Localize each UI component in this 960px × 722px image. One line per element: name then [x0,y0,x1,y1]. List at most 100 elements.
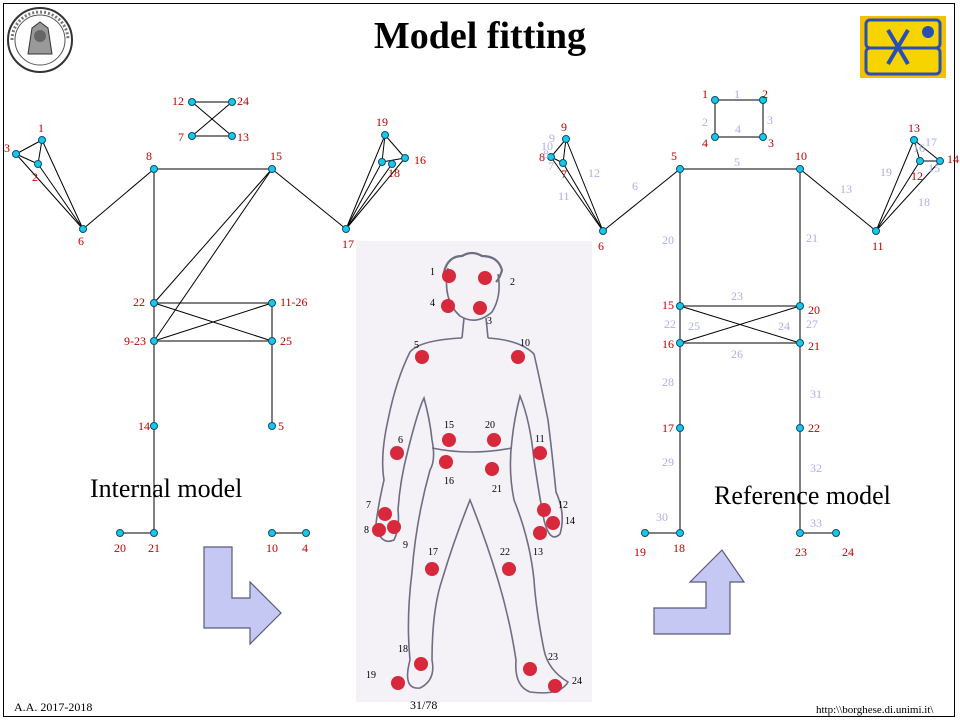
node [759,96,767,104]
marker-label: 6 [398,435,403,446]
segment-label: 22 [664,317,676,331]
node-label: 13 [908,121,920,135]
node-label: 5 [278,419,284,433]
reference-model-nodes [547,96,944,537]
marker-label: 8 [364,525,369,536]
marker-label: 23 [548,652,558,663]
node-label: 15 [662,298,674,312]
marker [441,299,455,313]
marker [415,350,429,364]
node-label: 18 [388,166,400,180]
ais-lab-logo-icon [860,16,946,78]
marker [372,523,386,537]
node-label: 7 [561,167,567,181]
segment-label: 19 [880,165,892,179]
marker-label: 5 [414,340,419,351]
figure-background [356,241,592,702]
university-seal-icon [7,7,73,73]
marker-label: 24 [572,676,582,687]
node-label: 4 [702,136,708,150]
internal-model-labels: 1 3 2 6 8 15 19 16 18 17 12 24 7 13 22 1… [4,94,426,555]
segment-label: 5 [734,155,740,169]
marker-label: 1 [430,267,435,278]
node-label: 21 [808,339,820,353]
marker [533,446,547,460]
marker [414,657,428,671]
segment-label: 12 [588,166,600,180]
internal-model-caption: Internal model [90,474,243,503]
node-label: 11-26 [280,295,308,309]
footer-page-number: 31/78 [410,698,438,712]
figure-markers [372,269,562,693]
marker [425,562,439,576]
segment-label: 8 [543,147,549,161]
marker-label: 11 [535,434,545,445]
marker [537,503,551,517]
node [12,150,20,158]
node [832,529,840,537]
marker [511,350,525,364]
marker [478,271,492,285]
node-label: 15 [270,149,282,163]
node-label: 14 [947,152,959,166]
node [150,165,158,173]
node [547,153,555,161]
node [268,422,276,430]
node-label: 21 [148,541,160,555]
node-label: 24 [842,545,854,559]
node [34,160,42,168]
node [150,422,158,430]
marker-label: 2 [510,277,515,288]
marker [390,446,404,460]
node [268,529,276,537]
node-label: 2 [32,170,38,184]
segment-label: 20 [662,233,674,247]
node-label: 7 [178,130,184,144]
node-label: 22 [133,295,145,309]
segment-label: 21 [806,231,818,245]
segment-label: 29 [662,455,674,469]
node-label: 22 [808,421,820,435]
node [641,529,649,537]
segment-label: 30 [656,510,668,524]
node-label: 19 [634,545,646,559]
node [150,529,158,537]
node [796,339,804,347]
node [711,133,719,141]
marker-label: 10 [520,338,530,349]
node-label: 10 [266,541,278,555]
figure-to-reference-arrow-icon [653,549,746,635]
segment-label: 23 [731,289,743,303]
marker [439,455,453,469]
node [378,158,386,166]
node-label: 6 [598,239,604,253]
node-label: 8 [146,149,152,163]
node-label: 17 [342,237,354,251]
marker-figure: 1 2 3 4 5 10 6 15 20 11 16 21 7 8 9 12 1… [356,241,592,702]
reference-model [550,99,941,534]
segment-label: 11 [558,189,570,203]
node [302,529,310,537]
node-label: 18 [673,541,685,555]
node [268,337,276,345]
node [79,225,87,233]
segment-label: 2 [702,115,708,129]
node-label: 12 [911,169,923,183]
node [796,165,804,173]
marker-label: 16 [444,476,454,487]
node [676,302,684,310]
node-label: 11 [872,239,884,253]
slide-frame [3,3,955,717]
node-label: 23 [795,545,807,559]
node-label: 13 [237,130,249,144]
node [342,225,350,233]
segment-label: 32 [810,461,822,475]
segment-label: 33 [810,516,822,530]
node [401,154,409,162]
segment-label: 17 [925,135,937,149]
marker [485,462,499,476]
slide-title: Model fitting [373,15,587,57]
segment-label: 7 [548,159,554,173]
node-label: 16 [414,153,426,167]
